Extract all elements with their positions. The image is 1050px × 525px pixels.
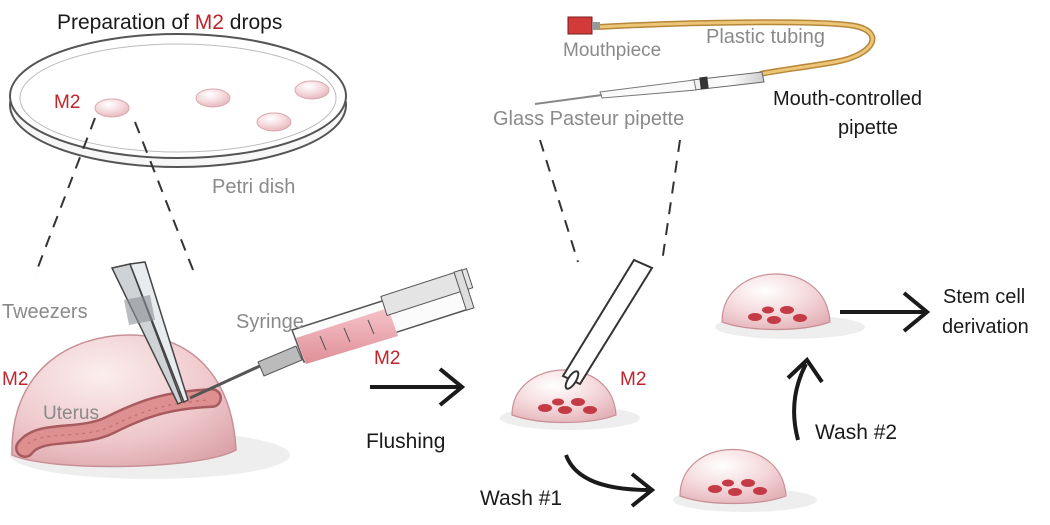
zoom-line	[539, 139, 579, 263]
zoom-line	[661, 139, 681, 263]
tweezers	[110, 261, 189, 406]
drop-wash1	[673, 448, 817, 512]
mouth-pipette-label-line2: pipette	[838, 117, 898, 139]
glass-pipette-label: Glass Pasteur pipette	[493, 108, 684, 130]
flushing-label: Flushing	[366, 430, 445, 453]
syringe	[189, 268, 475, 400]
glass-pipette-tip	[561, 258, 654, 390]
flushing-arrow	[370, 367, 466, 407]
wash1-label: Wash #1	[480, 487, 562, 510]
dish-drop	[294, 80, 330, 100]
syringe-label: Syringe	[236, 311, 304, 333]
petri-dish	[9, 33, 347, 168]
dish-drop	[256, 112, 292, 132]
wash1-arrow	[564, 454, 656, 508]
stem-cell-arrow	[840, 291, 931, 333]
m2-drop-label: M2	[620, 369, 646, 390]
drop-wash2	[715, 273, 865, 339]
mouthpiece-tip	[567, 16, 593, 35]
m2-dish-label: M2	[54, 92, 80, 113]
zoom-line	[134, 121, 196, 276]
tweezers-label: Tweezers	[2, 301, 88, 323]
m2-left-label: M2	[2, 369, 28, 390]
dish-drop	[94, 98, 130, 118]
drop-m2	[500, 369, 640, 430]
wash2-arrow	[786, 356, 824, 441]
wash2-label: Wash #2	[815, 421, 897, 444]
page-title: Preparation of M2 drops	[57, 11, 282, 34]
stem-cell-label-line1: Stem cell	[943, 286, 1025, 308]
stem-cell-label-line2: derivation	[942, 316, 1029, 338]
zoom-line	[34, 117, 96, 276]
uterus-drop	[10, 334, 290, 479]
m2-syringe-label: M2	[374, 348, 400, 369]
dish-drop	[195, 88, 231, 108]
mouth-controlled-pipette	[534, 16, 876, 105]
petri-dish-label: Petri dish	[212, 176, 295, 198]
mouth-pipette-label-line1: Mouth-controlled	[773, 88, 922, 110]
mouthpiece-label: Mouthpiece	[563, 40, 661, 61]
plastic-tubing-label: Plastic tubing	[706, 26, 825, 48]
uterus-label: Uterus	[43, 403, 99, 424]
